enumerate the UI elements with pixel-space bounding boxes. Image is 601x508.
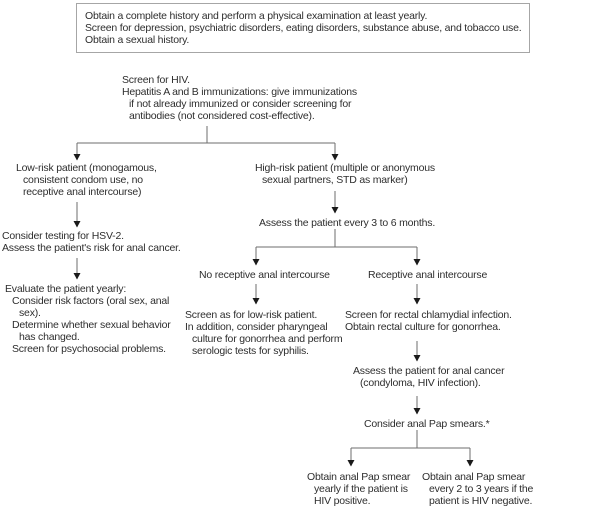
text-line: sexual partners, STD as marker) — [262, 174, 408, 186]
text-line: Assess the patient's risk for anal cance… — [2, 242, 181, 254]
text-line: Assess the patient for anal cancer — [353, 365, 505, 377]
node-annual-history-box: Obtain a complete history and perform a … — [76, 3, 530, 53]
node-low-risk-patient: Low-risk patient (monogamous, consistent… — [16, 162, 157, 198]
text-line: yearly if the patient is — [314, 483, 408, 495]
text-line: Screen for rectal chlamydial infection. — [345, 309, 512, 321]
node-consider-hsv2: Consider testing for HSV-2. Assess the p… — [2, 230, 181, 254]
text-line: if not already immunized or consider scr… — [129, 98, 352, 110]
text-line: No receptive anal intercourse — [199, 269, 330, 281]
node-pap-smear-hiv-positive: Obtain anal Pap smear yearly if the pati… — [307, 471, 410, 507]
node-assess-anal-cancer: Assess the patient for anal cancer (cond… — [353, 365, 505, 389]
text-line: receptive anal intercourse) — [23, 186, 142, 198]
text-line: Obtain a complete history and perform a … — [85, 10, 428, 22]
node-evaluate-yearly: Evaluate the patient yearly: Consider ri… — [5, 283, 171, 355]
node-high-risk-patient: High-risk patient (multiple or anonymous… — [255, 162, 435, 186]
node-consider-pap-smears: Consider anal Pap smears.* — [364, 418, 490, 430]
node-assess-every-3-6-months: Assess the patient every 3 to 6 months. — [259, 217, 435, 229]
text-line: Obtain anal Pap smear — [422, 471, 526, 483]
node-no-receptive-intercourse: No receptive anal intercourse — [199, 269, 330, 281]
text-line: Hepatitis A and B immunizations: give im… — [122, 86, 357, 98]
text-line: Low-risk patient (monogamous, — [16, 162, 157, 174]
text-line: High-risk patient (multiple or anonymous — [255, 162, 435, 174]
text-line: patient is HIV negative. — [429, 495, 533, 507]
node-screen-as-low-risk: Screen as for low-risk patient. In addit… — [185, 309, 343, 357]
node-rectal-screening: Screen for rectal chlamydial infection. … — [345, 309, 512, 333]
text-line: Assess the patient every 3 to 6 months. — [259, 217, 436, 229]
text-line: has changed. — [19, 331, 80, 343]
text-line: sex). — [19, 307, 41, 319]
text-line: Obtain rectal culture for gonorrhea. — [345, 321, 501, 333]
text-line: Obtain a sexual history. — [85, 34, 190, 46]
text-line: Screen for psychosocial problems. — [12, 343, 166, 355]
text-line: HIV positive. — [314, 495, 371, 507]
text-line: Determine whether sexual behavior — [12, 319, 171, 331]
text-line: (condyloma, HIV infection). — [360, 377, 481, 389]
text-line: Receptive anal intercourse — [368, 269, 488, 281]
text-line: Screen for depression, psychiatric disor… — [85, 22, 522, 34]
text-line: culture for gonorrhea and perform — [192, 333, 343, 345]
text-line: Evaluate the patient yearly: — [5, 283, 127, 295]
text-line: Consider testing for HSV-2. — [2, 230, 124, 242]
text-line: Obtain anal Pap smear — [307, 471, 411, 483]
text-line: Consider risk factors (oral sex, anal — [12, 295, 170, 307]
node-receptive-intercourse: Receptive anal intercourse — [368, 269, 487, 281]
text-line: every 2 to 3 years if the — [429, 483, 534, 495]
text-line: consistent condom use, no — [23, 174, 143, 186]
text-line: antibodies (not considered cost-effectiv… — [129, 110, 315, 122]
text-line: Screen as for low-risk patient. — [185, 309, 318, 321]
text-line: In addition, consider pharyngeal — [185, 321, 328, 333]
text-line: Screen for HIV. — [122, 74, 190, 86]
text-line: Consider anal Pap smears.* — [364, 418, 490, 430]
node-pap-smear-hiv-negative: Obtain anal Pap smear every 2 to 3 years… — [422, 471, 533, 507]
node-screen-hiv: Screen for HIV. Hepatitis A and B immuni… — [122, 74, 357, 122]
text-line: serologic tests for syphilis. — [192, 345, 309, 357]
